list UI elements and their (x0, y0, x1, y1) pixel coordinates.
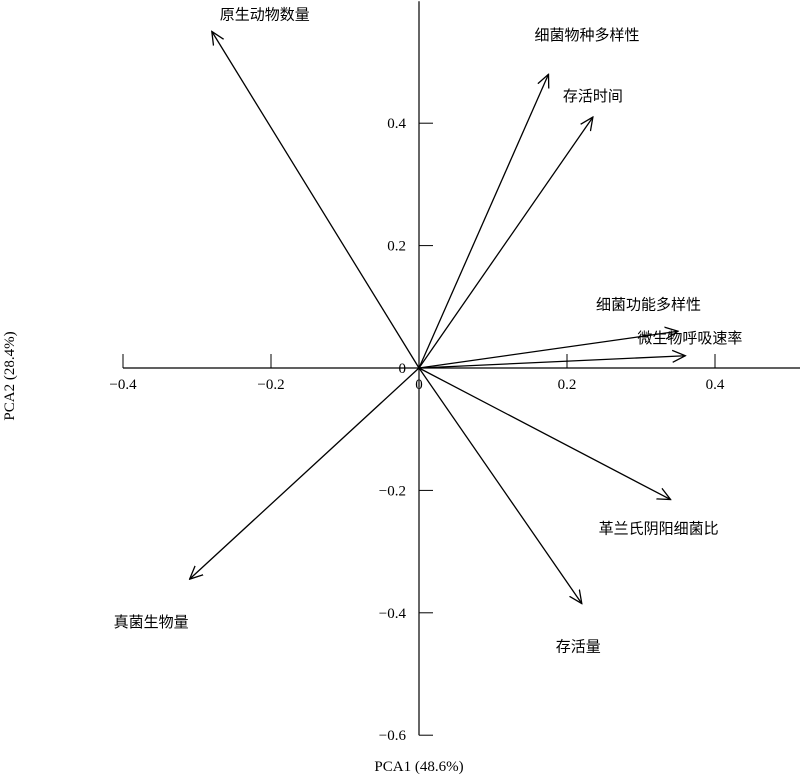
y-tick-label: −0.6 (379, 728, 407, 744)
loading-vector-label: 细菌物种多样性 (535, 26, 640, 44)
loading-vector-label: 存活量 (556, 638, 601, 656)
y-tick-label: 0 (399, 361, 407, 377)
loading-vector-label: 真菌生物量 (114, 613, 189, 631)
x-tick-label: 0 (415, 377, 423, 393)
x-tick-label: 0.2 (558, 377, 577, 393)
loading-vector-label: 原生动物数量 (220, 5, 310, 23)
y-tick-label: 0.2 (387, 239, 406, 255)
loading-vector-arrow (212, 31, 420, 369)
y-axis-title: PCA2 (28.4%) (2, 331, 18, 420)
x-tick-label: 0.4 (706, 377, 725, 393)
loading-vector-arrow (418, 117, 593, 369)
loading-vector-arrow (418, 74, 549, 369)
loading-vector-arrow (190, 367, 420, 579)
y-axis-ticks: 0.4 0.2 0 −0.2 −0.4 −0.6 (379, 116, 433, 744)
loading-vectors: 原生动物数量细菌物种多样性存活时间细菌功能多样性微生物呼吸速率革兰氏阴阳细菌比存… (114, 5, 743, 655)
loading-vector-label: 微生物呼吸速率 (637, 329, 742, 347)
x-axis-title: PCA1 (48.6%) (374, 759, 463, 775)
loading-vector-label: 细菌功能多样性 (596, 295, 701, 313)
y-tick-label: 0.4 (387, 116, 406, 132)
loading-vector-arrow (418, 356, 685, 369)
y-tick-label: −0.4 (379, 606, 407, 622)
y-tick-label: −0.2 (379, 483, 406, 499)
x-tick-label: −0.4 (109, 377, 137, 393)
x-axis-ticks: −0.4−0.200.20.40.6 (109, 354, 725, 393)
loading-vector-label: 革兰氏阴阳细菌比 (599, 520, 719, 538)
loading-vector-arrow (418, 367, 582, 604)
loading-vector-arrow (418, 331, 678, 369)
loading-vector-label: 存活时间 (563, 87, 623, 105)
loading-vector-arrow (418, 367, 671, 500)
x-tick-label: −0.2 (257, 377, 284, 393)
